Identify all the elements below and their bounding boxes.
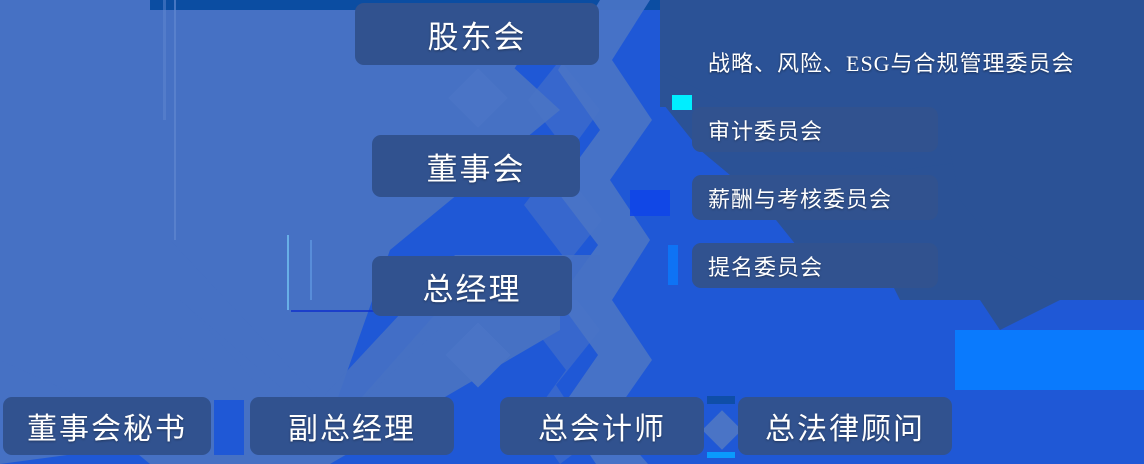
node-board-secretary[interactable]: 董事会秘书	[3, 397, 211, 455]
node-board-of-directors-label: 董事会	[426, 151, 526, 187]
committee-remuneration-and-appraisal[interactable]: 薪酬与考核委员会	[692, 175, 938, 220]
node-general-legal-counsel[interactable]: 总法律顾问	[738, 397, 952, 455]
committee-nomination[interactable]: 提名委员会	[692, 243, 938, 288]
committee-nomination-label: 提名委员会	[708, 254, 824, 280]
node-board-of-directors[interactable]: 董事会	[372, 135, 580, 197]
node-deputy-general-manager-label: 副总经理	[288, 413, 416, 446]
cyan-accent-block	[672, 95, 692, 110]
committee-remuneration-and-appraisal-label: 薪酬与考核委员会	[708, 186, 893, 212]
node-board-secretary-label: 董事会秘书	[27, 413, 187, 446]
node-chief-accountant-label: 总会计师	[538, 413, 666, 446]
node-general-manager-label: 总经理	[422, 271, 522, 307]
node-general-legal-counsel-label: 总法律顾问	[765, 413, 925, 446]
node-shareholders-meeting[interactable]: 股东会	[355, 3, 599, 65]
node-deputy-general-manager[interactable]: 副总经理	[250, 397, 454, 455]
committee-strategy-risk-esg-compliance-label: 战略、风险、ESG与合规管理委员会	[708, 51, 1075, 76]
committee-audit-label: 审计委员会	[708, 118, 824, 144]
node-shareholders-meeting-label: 股东会	[427, 19, 527, 55]
committee-audit[interactable]: 审计委员会	[692, 107, 938, 152]
committee-strategy-risk-esg-compliance[interactable]: 战略、风险、ESG与合规管理委员会	[692, 41, 1140, 83]
node-chief-accountant[interactable]: 总会计师	[500, 397, 704, 455]
node-general-manager[interactable]: 总经理	[372, 256, 572, 316]
